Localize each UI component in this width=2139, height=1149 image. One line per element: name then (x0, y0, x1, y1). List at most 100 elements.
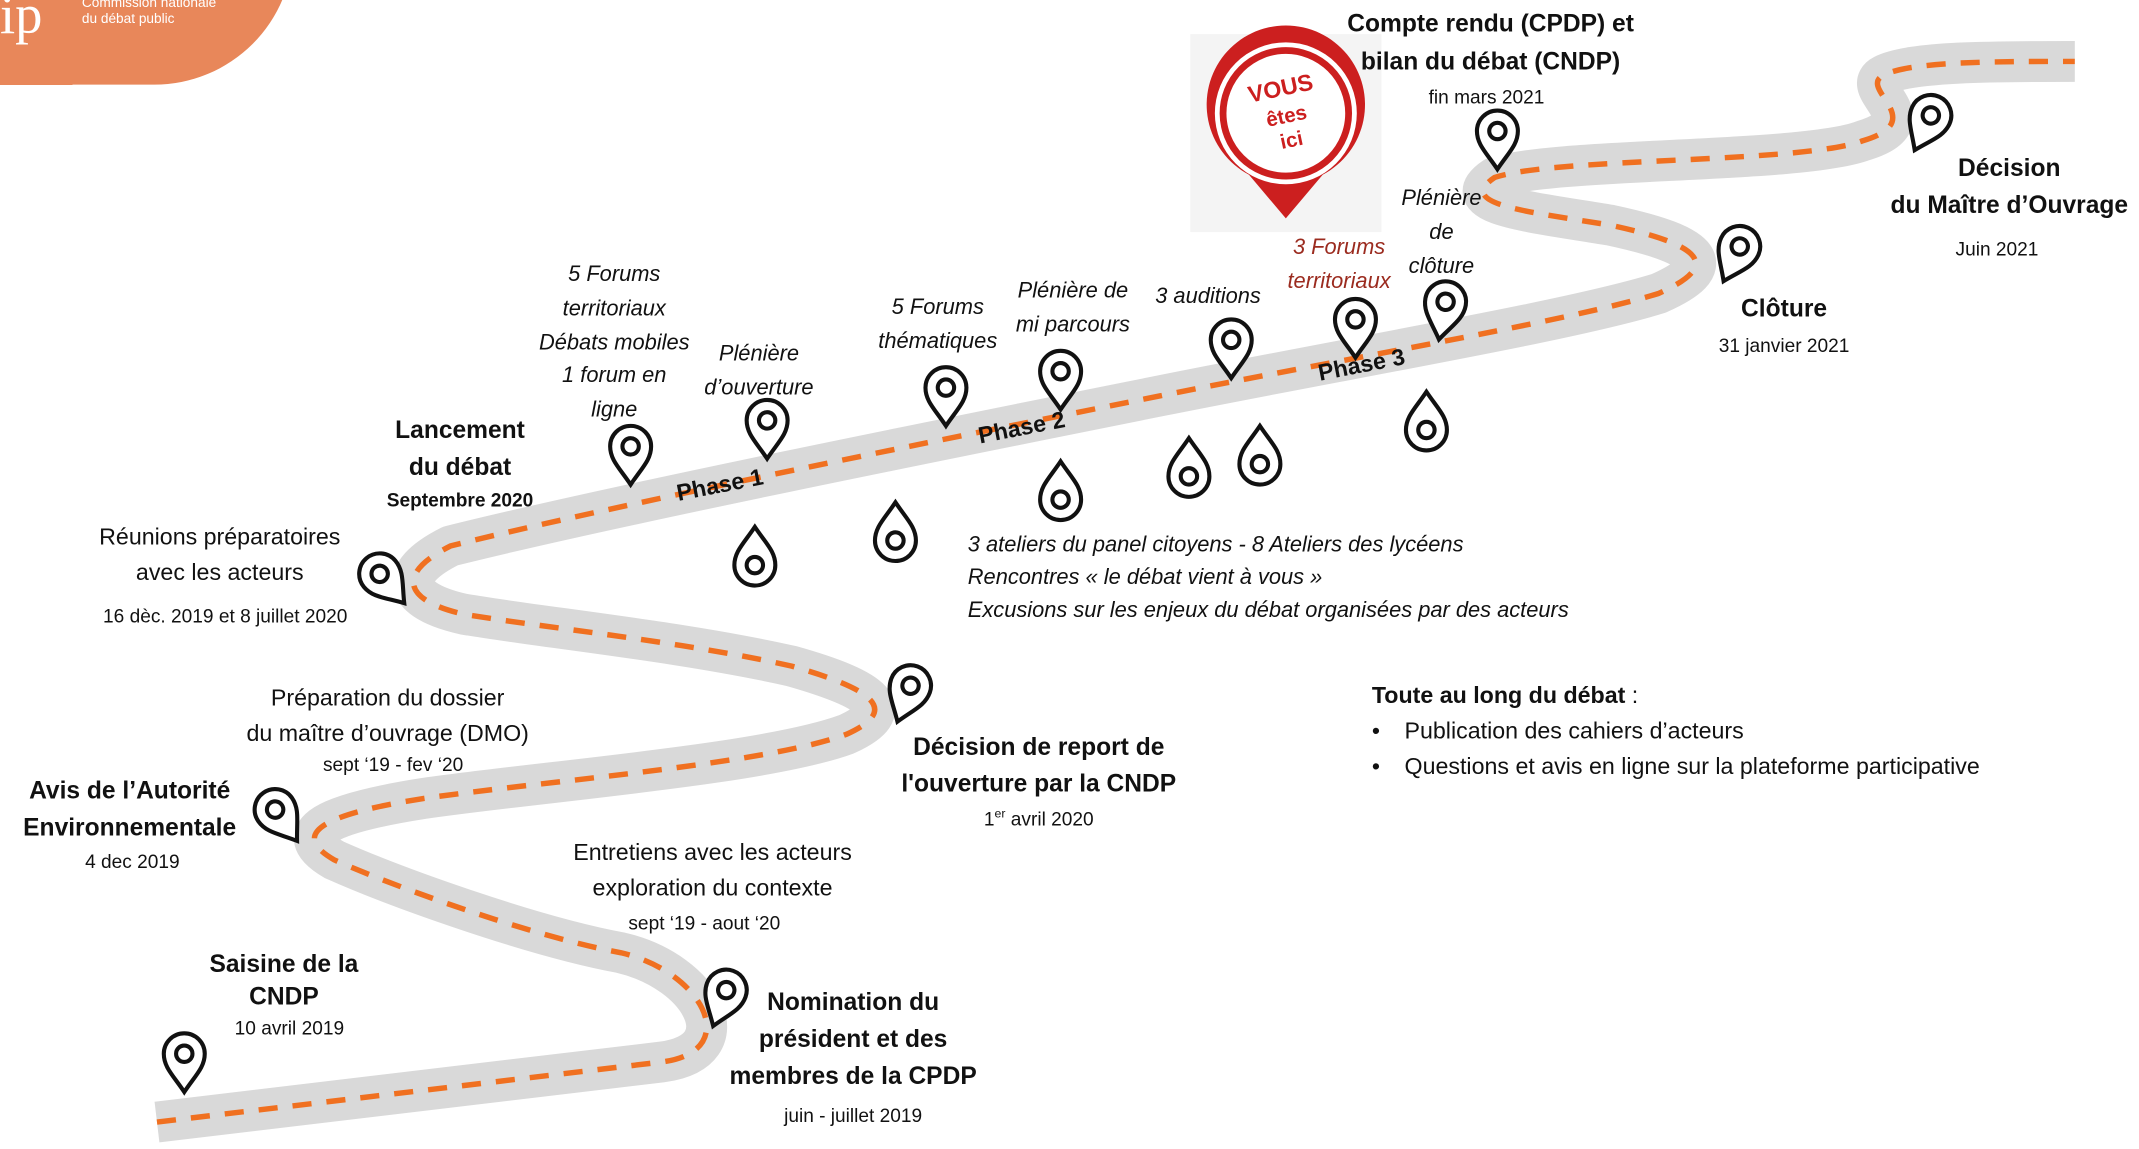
map-pin-icon (1422, 279, 1469, 344)
report-title: Décision de report de l'ouverture par la… (901, 729, 1176, 803)
saisine-date: 10 avril 2019 (234, 1016, 345, 1039)
logo-initials: ip (0, 0, 43, 46)
nomination-date: juin - juillet 2019 (784, 1104, 923, 1127)
forums-territoriaux-text: 5 Forums territoriaux Débats mobiles 1 f… (539, 259, 690, 428)
map-pin-icon (1403, 388, 1449, 453)
entretiens-line2: exploration du contexte (592, 875, 833, 902)
pleniere-ouverture-text: Plénière d’ouverture (704, 339, 813, 407)
dmo-line2: du maître d’ouvrage (DMO) (246, 721, 529, 748)
forums-thematiques-text: 5 Forums thématiques (878, 292, 997, 360)
forums-territoriaux-line5: ligne (591, 398, 638, 423)
map-pin-icon (161, 1031, 207, 1096)
pleniere-cloture-line1: Plénière (1401, 187, 1482, 211)
map-pin-icon (1716, 224, 1763, 285)
ateliers-line1: 3 ateliers du panel citoyens - 8 Atelier… (967, 533, 1464, 557)
cloture-title: Clôture (1741, 294, 1828, 323)
lancement-title: Lancement du débat (395, 412, 525, 486)
compte-rendu-title: Compte rendu (CPDP) et bilan du débat (C… (1347, 5, 1634, 81)
throughout-box: Toute au long du débat : •Publication de… (1372, 683, 1980, 781)
map-pin-icon (1208, 317, 1254, 382)
report-date-rest: avril 2020 (1005, 807, 1094, 830)
map-pin-icon (732, 523, 778, 588)
throughout-suffix: : (1625, 682, 1639, 709)
throughout-item-2: Questions et avis en ligne sur la platef… (1404, 753, 1980, 780)
decision-title-line2: du Maître d’Ouvrage (1890, 191, 2129, 219)
decision-title: Décision du Maître d’Ouvrage (1890, 150, 2128, 224)
map-pin-icon (703, 967, 749, 1030)
dmo-line1: Préparation du dossier (270, 685, 505, 712)
map-pin-icon (252, 787, 300, 844)
forums-territoriaux-3-line1: 3 Forums (1292, 236, 1386, 260)
saisine-title-line1: Saisine de la (209, 950, 359, 978)
pleniere-cloture-line2: de (1429, 220, 1454, 245)
forums-territoriaux-line4: 1 forum en (562, 364, 667, 389)
throughout-item-1: Publication des cahiers d’acteurs (1404, 717, 1744, 744)
ateliers-text: 3 ateliers du panel citoyens - 8 Atelier… (968, 530, 1569, 628)
map-pin-icon (1237, 422, 1283, 487)
avis-date: 4 dec 2019 (85, 850, 180, 873)
report-title-line1: Décision de report de (913, 733, 1165, 761)
report-date-sup: er (994, 806, 1006, 821)
pleniere-mi-line1: Plénière de (1017, 279, 1129, 304)
list-item: • Questions et avis en ligne sur la plate… (1372, 753, 1980, 780)
avis-title-line1: Avis de l’Autorité (29, 776, 231, 804)
map-pin-icon (1166, 434, 1212, 499)
ateliers-line2: Rencontres « le débat vient à vous » (967, 566, 1323, 590)
map-pin-icon (872, 498, 918, 564)
dmo-date: sept ‘19 - fev ‘20 (323, 753, 464, 776)
forums-territoriaux-line2: territoriaux (562, 297, 666, 321)
pleniere-ouverture-line2: d’ouverture (704, 376, 814, 400)
entretiens-line1: Entretiens avec les acteurs (573, 839, 852, 866)
nomination-title-line3: membres de la CPDP (729, 1061, 977, 1090)
road-dash (156, 58, 2075, 1125)
map-pin-icon (1332, 296, 1378, 362)
entretiens-text: Entretiens avec les acteurs exploration … (573, 835, 852, 907)
reunions-line2: avec les acteurs (135, 560, 304, 587)
dmo-text: Préparation du dossier du maître d’ouvra… (246, 681, 528, 753)
reunions-line1: Réunions préparatoires (99, 524, 341, 551)
lancement-date: Septembre 2020 (386, 488, 534, 511)
report-title-line2: l'ouverture par la CNDP (901, 769, 1177, 798)
map-pin-icon (923, 365, 969, 430)
forums-territoriaux-line3: Débats mobiles (538, 331, 690, 355)
decision-date: Juin 2021 (1955, 237, 2039, 260)
logo-text: Commission nationale du débat public (82, 0, 216, 29)
forums-territoriaux-3-text: 3 Forums territoriaux (1287, 232, 1390, 300)
nomination-title: Nomination du président et des membres d… (730, 984, 977, 1095)
saisine-title-line2: CNDP (249, 983, 319, 1011)
forums-thematiques-line1: 5 Forums (891, 296, 984, 320)
pleniere-ouverture-line1: Plénière (718, 342, 800, 366)
decision-title-line1: Décision (1958, 154, 2061, 182)
throughout-title: Toute au long du débat (1371, 682, 1626, 709)
logo-line1: Commission nationale (81, 0, 217, 11)
forums-territoriaux-line1: 5 Forums (568, 263, 661, 287)
badge-line3: ici (1278, 127, 1305, 154)
forums-thematiques-line2: thématiques (878, 330, 998, 354)
cloture-date: 31 janvier 2021 (1718, 334, 1850, 357)
compte-rendu-line1: Compte rendu (CPDP) et (1347, 9, 1634, 37)
compte-rendu-date: fin mars 2021 (1428, 85, 1545, 108)
bullet-icon: • (1371, 753, 1380, 780)
map-pin-icon (744, 397, 790, 463)
forums-territoriaux-3-line2: territoriaux (1287, 269, 1391, 294)
avis-title: Avis de l’Autorité Environnementale (23, 773, 236, 847)
nomination-title-line1: Nomination du (767, 988, 940, 1016)
map-pin-icon (1474, 108, 1520, 173)
report-date: 1er avril 2020 (984, 805, 1094, 832)
map-pin-icon (608, 423, 654, 489)
pleniere-cloture-text: Plénière de clôture (1401, 183, 1481, 285)
map-pin-icon (887, 663, 934, 726)
ateliers-line3: Excusions sur les enjeux du débat organi… (967, 599, 1569, 623)
map-pin-icon (1038, 348, 1084, 414)
lancement-title-line1: Lancement (395, 416, 525, 444)
logo-line2: du débat public (81, 12, 175, 28)
reunions-text: Réunions préparatoires avec les acteurs (99, 520, 340, 592)
report-date-day: 1 (983, 807, 995, 830)
map-pin-icon (1907, 92, 1954, 154)
map-pin-icon (357, 551, 407, 606)
auditions-text: 3 auditions (1155, 285, 1261, 309)
compte-rendu-line2: bilan du débat (CNDP) (1360, 47, 1621, 75)
list-item: •Publication des cahiers d’acteurs (1372, 718, 1980, 745)
avis-title-line2: Environnementale (23, 813, 237, 841)
